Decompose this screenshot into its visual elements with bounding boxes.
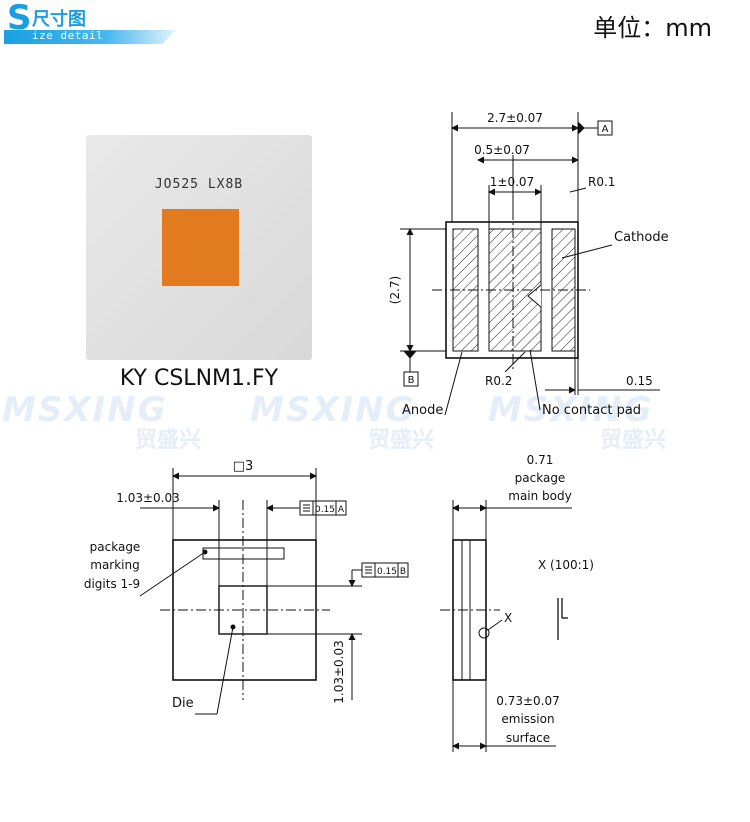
bottom-left-labels: □3 1.03±0.03 0.15 A 0.15 B 1.03±0.03 pac…: [84, 459, 406, 711]
label-marking-2: marking: [90, 558, 139, 572]
bottom-left-drawing: [139, 468, 409, 715]
watermark-brand-2: MSXING: [250, 390, 416, 430]
logo-subtitle: ize detail: [32, 29, 104, 42]
product-photo: JO525 LX8B: [86, 135, 312, 360]
dim-top-2: package: [515, 471, 566, 485]
dim-top-3: main body: [508, 489, 571, 503]
side-view-drawing: [440, 500, 572, 752]
photo-die: [162, 209, 239, 286]
brand-logo: S 尺寸图 ize detail: [4, 0, 179, 48]
model-name: KY CSLNM1.FY: [119, 366, 279, 391]
logo-letter: S: [7, 0, 32, 38]
tol-b: 0.15: [377, 567, 397, 577]
top-view-drawing: [400, 112, 660, 416]
dim-offset-x: 1.03±0.03: [116, 491, 180, 505]
logo-title: 尺寸图: [32, 9, 86, 30]
dim-half: 0.5±0.07: [474, 143, 530, 157]
dim-bottom-3: surface: [506, 731, 550, 745]
radius-corner: R0.1: [588, 175, 615, 189]
label-no-contact: No contact pad: [542, 403, 641, 418]
logo-banner: [4, 30, 176, 44]
detail-marker: X: [504, 611, 512, 625]
dim-bottom-2: emission: [501, 712, 554, 726]
label-marking-1: package: [90, 540, 141, 554]
radius-pad: R0.2: [485, 374, 512, 388]
dim-pad: 1±0.07: [490, 175, 534, 189]
side-view-labels: 0.71 package main body X (100:1) X 0.73±…: [496, 453, 594, 745]
tol-b-datum: B: [400, 567, 406, 577]
watermark-brand-cn-1: 贸盛兴: [135, 428, 202, 453]
label-marking-3: digits 1-9: [84, 577, 140, 591]
watermark-brand-3: MSXING: [488, 390, 654, 430]
center-pad: [488, 228, 542, 352]
label-die: Die: [172, 696, 194, 711]
dim-width: 2.7±0.07: [487, 111, 543, 125]
top-view-labels: 2.7±0.07 0.5±0.07 1±0.07 (2.7) R0.1 Cath…: [388, 111, 669, 418]
dim-height: (2.7): [388, 276, 402, 304]
detail-label: X (100:1): [538, 558, 594, 572]
dim-top-1: 0.71: [527, 453, 554, 467]
unit-label: 单位：mm: [593, 14, 712, 42]
dim-offset-y: 1.03±0.03: [332, 640, 346, 704]
datum-a: A: [602, 124, 609, 135]
photo-marking: JO525 LX8B: [154, 177, 244, 192]
watermark-brand-cn-2: 贸盛兴: [368, 428, 435, 453]
dim-edge: 0.15: [626, 374, 653, 388]
watermark-brand-cn-3: 贸盛兴: [600, 428, 667, 453]
tol-a-datum: A: [338, 505, 345, 515]
datum-b: B: [408, 375, 415, 386]
dim-bottom-1: 0.73±0.07: [496, 694, 560, 708]
tol-a: 0.15: [315, 505, 335, 515]
dim-square: □3: [233, 459, 254, 474]
label-cathode: Cathode: [614, 230, 669, 245]
label-anode: Anode: [402, 403, 443, 418]
watermark-brand-1: MSXING: [2, 390, 168, 430]
